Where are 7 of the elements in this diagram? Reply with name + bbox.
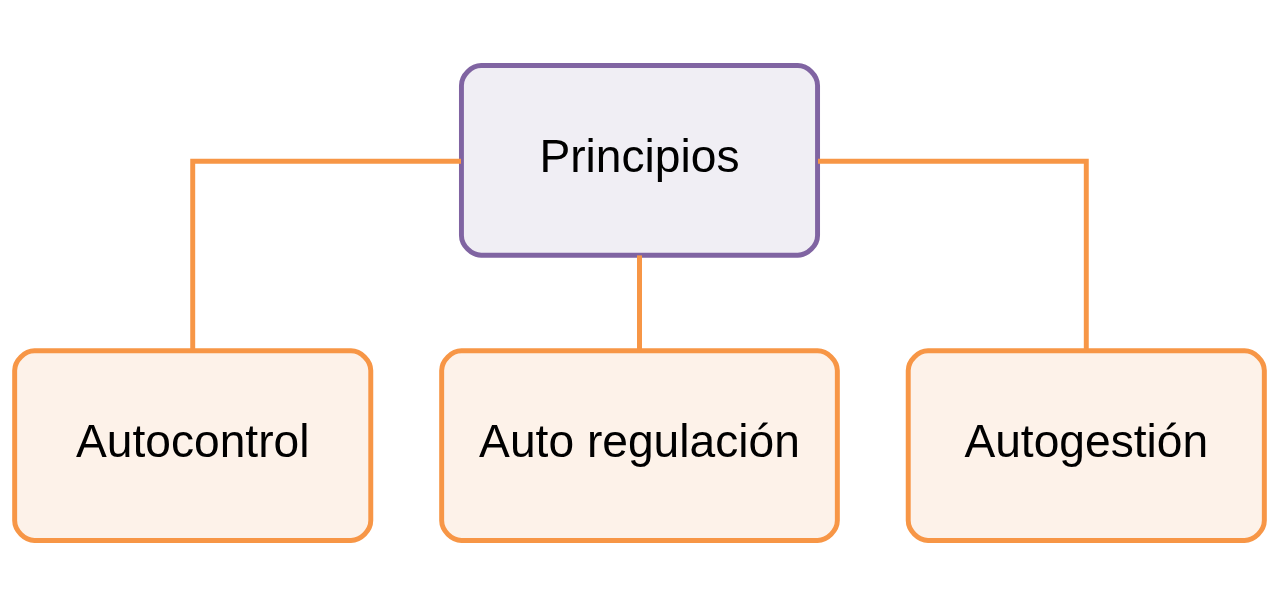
connector: [190, 158, 461, 350]
node-box: Autocontrol: [12, 347, 374, 543]
node-box: Autogestión: [905, 347, 1267, 543]
node-box: Auto regulación: [439, 347, 840, 543]
connector: [637, 254, 642, 351]
node-box: Principios: [458, 62, 821, 258]
connector: [818, 158, 1089, 350]
